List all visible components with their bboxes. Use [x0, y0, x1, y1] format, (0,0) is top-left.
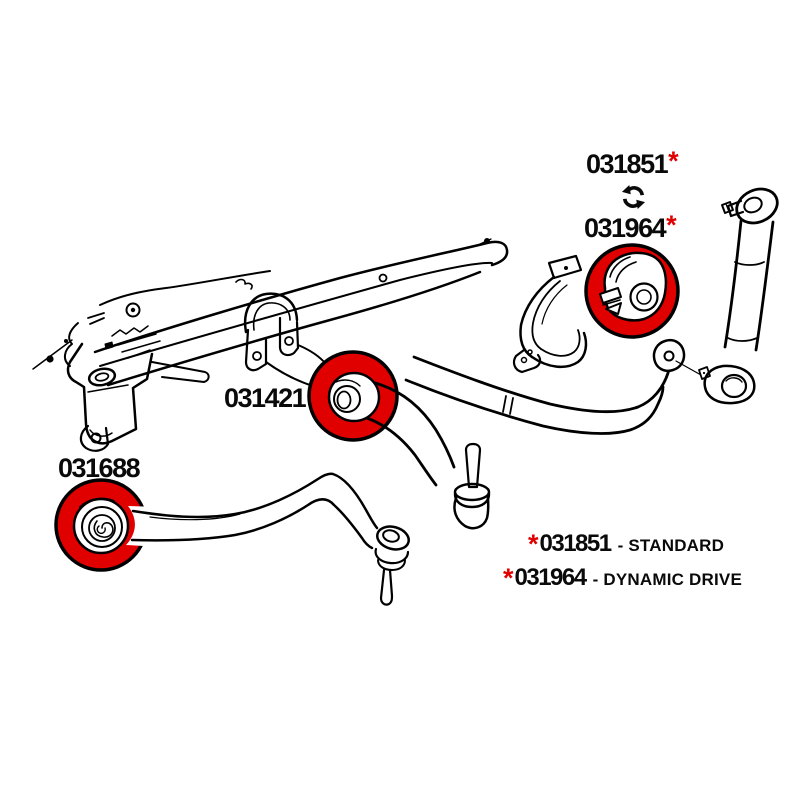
sway-bar-bushing-callout [584, 243, 680, 339]
sway-bar-clamp-illustration [512, 254, 588, 374]
part-label-031964: 031964* [584, 210, 677, 243]
drop-link-illustration [698, 187, 779, 405]
sway-bar-illustration [404, 339, 702, 435]
control-arm-illustration [54, 472, 410, 606]
swap-arrows-icon [620, 185, 647, 209]
part-label-031688: 031688 [58, 453, 141, 483]
part-label-031851: 031851* [586, 146, 679, 179]
asterisk-031964: * [666, 210, 677, 240]
asterisk-031851: * [668, 146, 679, 176]
part-label-031421: 031421 [224, 383, 307, 413]
tension-strut-illustration [307, 350, 491, 530]
subframe-illustration [32, 238, 509, 452]
